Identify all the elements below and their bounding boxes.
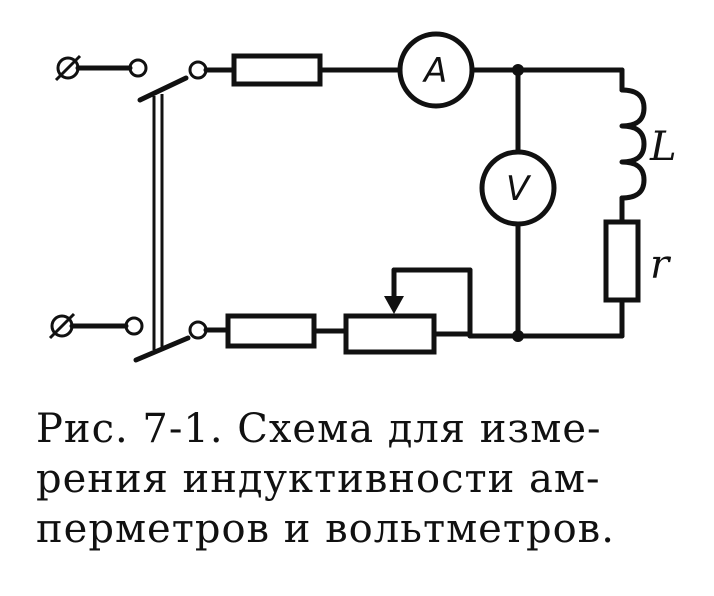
svg-text:V: V: [506, 169, 532, 209]
ammeter: A: [397, 31, 475, 109]
svg-text:A: A: [422, 51, 447, 91]
caption-line-3: перметров и вольтметров.: [36, 506, 615, 552]
input-terminal-bottom: [48, 312, 144, 340]
voltmeter: V: [479, 149, 557, 227]
rheostat-slider: [384, 267, 473, 339]
figure-caption: Рис. 7-1. Схема для изме- рения индуктив…: [36, 404, 672, 554]
resistance-label: r: [650, 242, 672, 288]
fuse-bottom: [225, 313, 317, 349]
caption-line-2: рения индуктивности ам-: [36, 456, 601, 502]
circuit-schematic: A L r V: [48, 31, 677, 363]
fuse-top: [231, 53, 323, 87]
junction-bottom: [512, 330, 524, 342]
inductor-coil: [619, 87, 647, 201]
input-terminal-top: [54, 54, 148, 82]
inductance-label: L: [649, 124, 677, 170]
slider-arrow-icon: [384, 296, 404, 314]
rheostat: [343, 313, 437, 355]
caption-line-1: Рис. 7-1. Схема для изме-: [36, 406, 602, 452]
resistor-r: [603, 219, 641, 303]
double-pole-switch: [133, 60, 208, 363]
